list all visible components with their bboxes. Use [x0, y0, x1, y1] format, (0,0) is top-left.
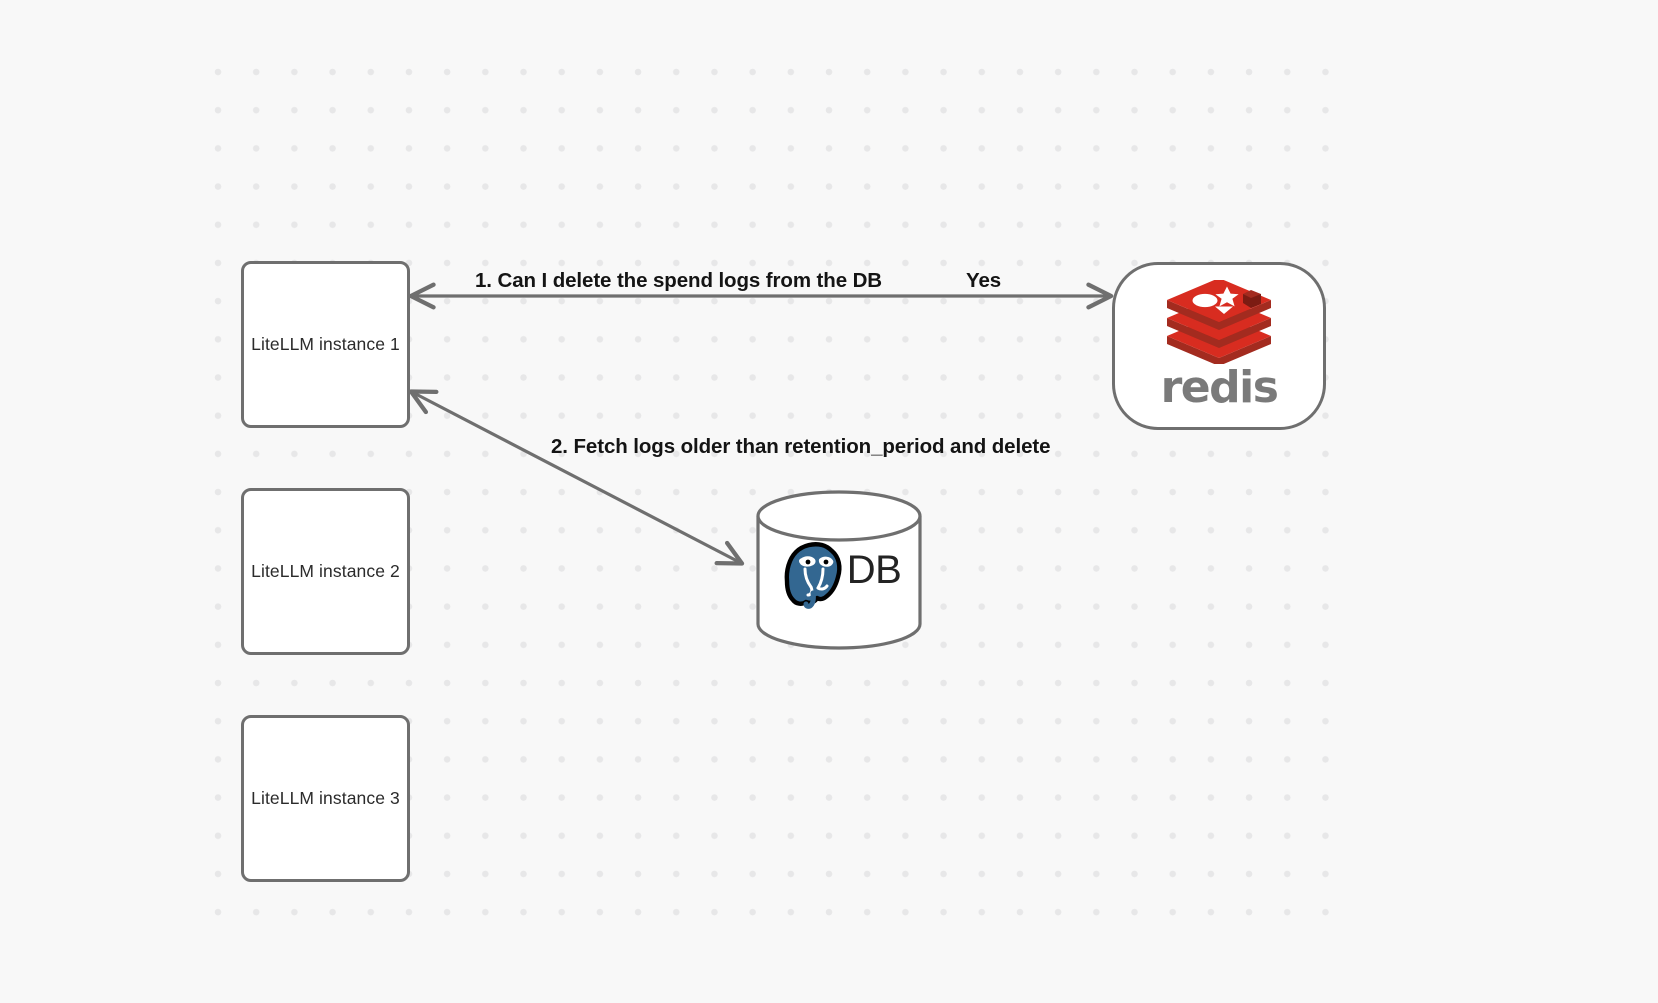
redis-logo-icon [1167, 280, 1271, 364]
node-label: LiteLLM instance 2 [251, 561, 400, 581]
node-label: LiteLLM instance 3 [251, 788, 400, 808]
edge-label-step-2: 2. Fetch logs older than retention_perio… [551, 435, 1051, 458]
edge-label-step-1: 1. Can I delete the spend logs from the … [475, 269, 883, 292]
node-litellm-instance-1[interactable]: LiteLLM instance 1 [241, 261, 410, 428]
node-litellm-instance-3[interactable]: LiteLLM instance 3 [241, 715, 410, 882]
edge-litellm1-db [408, 389, 745, 566]
node-redis[interactable]: redis [1112, 262, 1326, 430]
node-postgres-db[interactable]: DB [755, 490, 923, 650]
node-label: LiteLLM instance 1 [251, 334, 400, 354]
redis-logo-group: redis [1160, 280, 1279, 413]
redis-wordmark: redis [1160, 362, 1279, 413]
node-litellm-instance-2[interactable]: LiteLLM instance 2 [241, 488, 410, 655]
edge-label-step-1-reply: Yes [966, 269, 1002, 292]
cylinder-shape [756, 490, 922, 650]
